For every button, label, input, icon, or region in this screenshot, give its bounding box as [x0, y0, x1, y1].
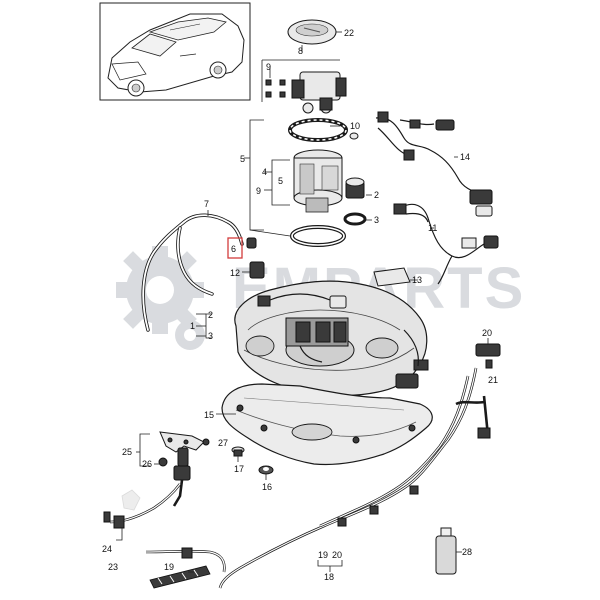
fuel-lines: [109, 367, 491, 589]
callout-8: 8: [298, 46, 303, 56]
callout-14: 14: [460, 152, 470, 162]
part-27-screw: [202, 438, 210, 446]
callout-28: 28: [462, 547, 472, 557]
callout-11: 11: [428, 223, 437, 233]
leader-lines: [136, 45, 434, 573]
callout-10: 10: [350, 121, 360, 131]
part-21-screw: [485, 359, 493, 369]
callout-16: 16: [262, 482, 272, 492]
bracket-5-9: [249, 119, 290, 231]
callout-24: 24: [102, 544, 112, 554]
callout-3-tank: 3: [208, 331, 213, 341]
callout-15: 15: [204, 410, 214, 420]
callout-13: 13: [412, 275, 422, 285]
part-20-bracket: [475, 338, 501, 357]
callout-18: 18: [324, 572, 334, 582]
callout-25: 25: [122, 447, 132, 457]
callout-23: 23: [108, 562, 118, 572]
callout-26: 26: [142, 459, 152, 469]
part-3-o-ring: [343, 212, 372, 226]
part-9-screws: [265, 79, 286, 98]
callout-3: 3: [374, 215, 379, 225]
part-19-clip-rail: [149, 565, 211, 589]
part-15-heat-shield: [216, 383, 433, 466]
callout-22: 22: [344, 28, 354, 38]
callout-27: 27: [218, 438, 228, 448]
callout-2-tank: 2: [208, 310, 213, 320]
callout-7: 7: [204, 199, 209, 209]
callout-5-inner: 5: [278, 176, 283, 186]
part-8-pump-head: [261, 59, 347, 114]
callout-6: 6: [231, 244, 236, 254]
callout-19: 19: [164, 562, 174, 572]
callout-labels: 22 8 9 10 5 4 5 9 2 3 14 7 6 12 11 13 2 …: [102, 28, 498, 582]
callout-19-lines: 19: [318, 550, 328, 560]
callout-9: 9: [266, 62, 271, 72]
watermark-gear-icon: [116, 246, 205, 350]
bracket-18: [317, 560, 343, 572]
vehicle-thumbnail: [99, 2, 251, 101]
part-4-fuel-pump-module: [293, 149, 343, 213]
part-6-valve: [227, 237, 257, 259]
callout-4: 4: [262, 167, 267, 177]
part-25-bracket: [139, 431, 205, 507]
fuel-tank: [234, 280, 429, 397]
callout-21: 21: [488, 375, 498, 385]
callout-2: 2: [374, 190, 379, 200]
highlight-box: [227, 237, 243, 259]
faint-ghost-part: [121, 489, 141, 511]
part-7-breather-hose: [141, 210, 244, 332]
callout-12: 12: [230, 268, 240, 278]
callout-17: 17: [234, 464, 244, 474]
callout-5: 5: [240, 154, 245, 164]
part-11-sensor-cable: [393, 203, 499, 285]
part-16-grommet: [258, 465, 274, 475]
part-10-clamp-ring: [288, 118, 359, 142]
bracket-1-2-3: [196, 313, 212, 339]
part-28-bottle: [435, 527, 462, 575]
callout-9-inner: 9: [256, 186, 261, 196]
callout-20-lines: 20: [332, 550, 342, 560]
part-17-plug: [231, 446, 245, 457]
part-2-cap: [345, 177, 372, 199]
part-12-clip: [249, 261, 265, 279]
part-13-plate: [373, 267, 418, 287]
part-22-cover-plate: [287, 19, 342, 45]
part-tank-seal-ring: [249, 225, 346, 247]
car-icon: [107, 13, 245, 97]
part-24-clip: [103, 511, 123, 541]
callout-1: 1: [190, 321, 195, 331]
callout-20: 20: [482, 328, 492, 338]
part-26-nut: [158, 457, 168, 467]
part-14-wiring-harness: [375, 111, 493, 217]
